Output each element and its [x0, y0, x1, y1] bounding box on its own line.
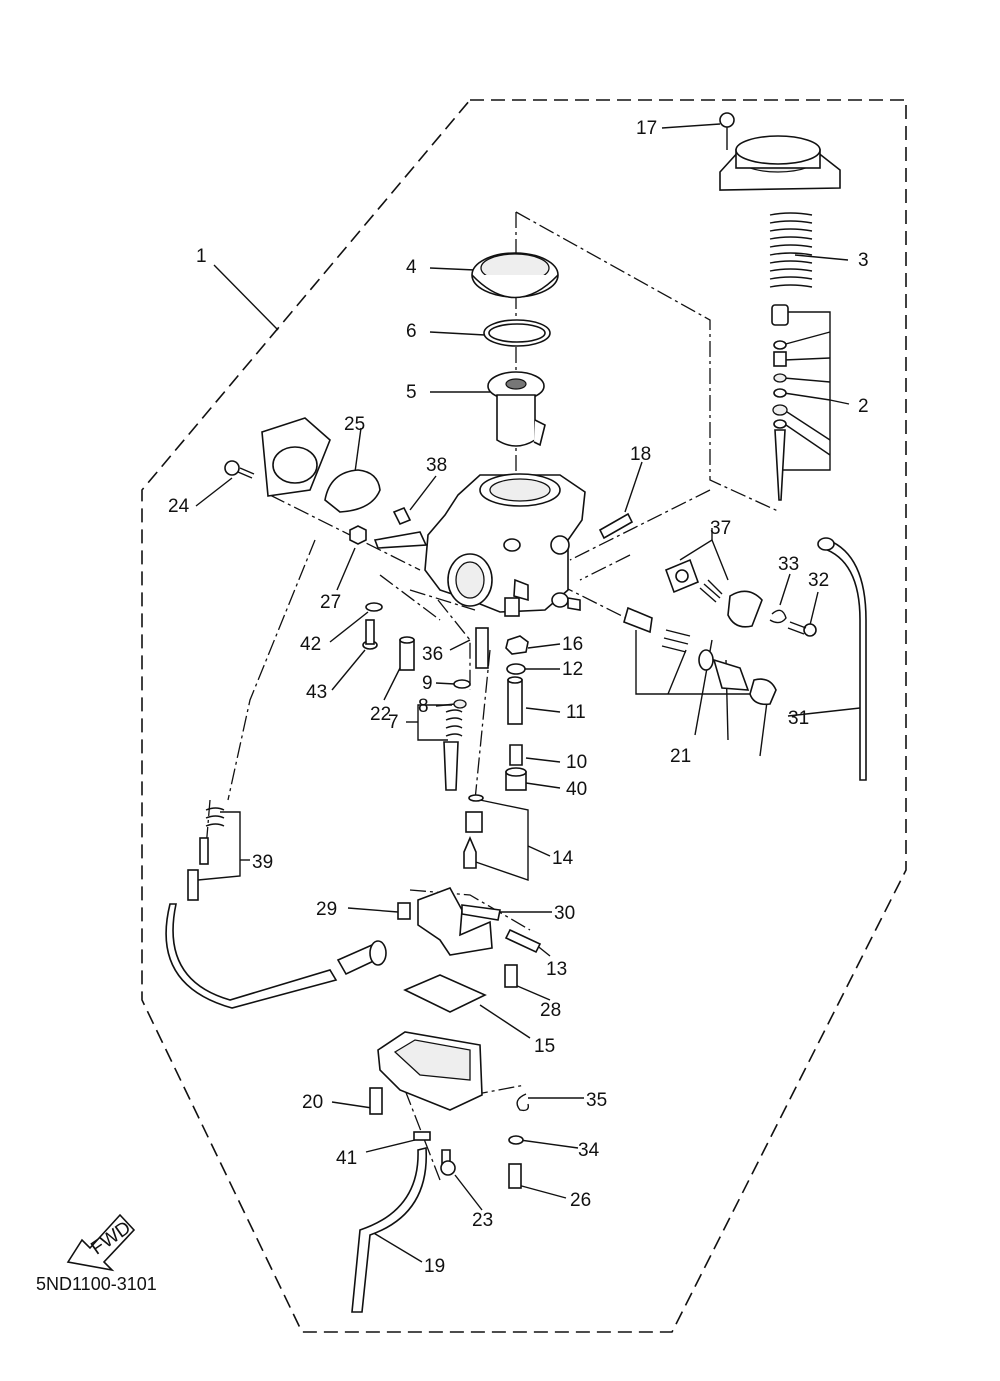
jet-36	[475, 627, 489, 669]
callout-12: 12	[562, 659, 583, 680]
callout-27: 27	[320, 592, 341, 613]
callout-36: 36	[422, 644, 443, 665]
washer-8	[453, 699, 467, 709]
needle-jet-11	[507, 676, 523, 725]
callout-5: 5	[406, 382, 417, 403]
jet-needle-set	[771, 304, 789, 501]
callout-9: 9	[422, 673, 433, 694]
o-ring-12	[506, 663, 526, 675]
clip-33	[769, 609, 787, 624]
catalog-code: 5ND1100-3101	[36, 1274, 157, 1294]
clamp-41	[413, 1131, 431, 1141]
callout-25: 25	[344, 414, 365, 435]
callout-21: 21	[670, 746, 691, 767]
intake-gasket	[261, 417, 381, 513]
callout-24: 24	[168, 496, 190, 517]
float-bowl	[377, 1031, 483, 1111]
callout-32: 32	[808, 570, 829, 591]
pin-13	[504, 928, 542, 954]
starter-plunger-21	[623, 606, 777, 706]
throttle-stop-37	[664, 558, 763, 628]
screw-18	[598, 512, 634, 540]
callout-29: 29	[316, 899, 337, 920]
callout-35: 35	[586, 1090, 607, 1111]
throttle-cable-39	[165, 807, 387, 1009]
float-30	[417, 887, 501, 956]
callout-34: 34	[578, 1140, 600, 1161]
callout-30: 30	[554, 903, 575, 924]
slide-spring	[769, 212, 813, 288]
screw-38	[392, 506, 412, 526]
screw-32	[787, 621, 817, 637]
washer-34	[508, 1135, 524, 1145]
screw-26	[508, 1163, 522, 1189]
leader-lines	[195, 123, 861, 1263]
float-gasket-15	[403, 974, 487, 1013]
callout-23: 23	[472, 1210, 493, 1231]
callout-6: 6	[406, 321, 417, 342]
nut-27	[349, 525, 367, 545]
diaphragm	[471, 252, 559, 299]
bolt-24	[224, 460, 255, 479]
callout-3: 3	[858, 250, 869, 271]
callout-28: 28	[540, 1000, 561, 1021]
plug-16	[505, 635, 529, 655]
bolt-43	[362, 619, 378, 650]
callout-1: 1	[196, 246, 207, 267]
callout-22: 22	[370, 704, 391, 725]
callout-20: 20	[302, 1092, 323, 1113]
callout-13: 13	[546, 959, 567, 980]
drain-screw-23	[440, 1149, 456, 1176]
callout-14: 14	[552, 848, 574, 869]
washer-42	[365, 602, 383, 612]
callout-39: 39	[252, 852, 273, 873]
fwd-arrow-icon: FWD	[66, 1213, 136, 1272]
callout-7: 7	[388, 712, 399, 733]
callout-16: 16	[562, 634, 583, 655]
assembly-boundary	[141, 99, 907, 1333]
jet-22	[399, 636, 415, 671]
carburetor-body	[373, 473, 586, 617]
callout-4: 4	[406, 257, 417, 278]
callout-42: 42	[300, 634, 321, 655]
piston-valve	[487, 371, 546, 447]
callout-31: 31	[788, 708, 809, 729]
top-cover-cap	[719, 112, 841, 191]
alignment-lines	[204, 211, 781, 1181]
o-ring-9	[453, 679, 471, 689]
main-jet-10	[509, 744, 523, 766]
callout-17: 17	[636, 118, 657, 139]
callout-2: 2	[858, 396, 869, 417]
callout-10: 10	[566, 752, 587, 773]
callout-11: 11	[566, 702, 586, 723]
parts	[165, 112, 867, 1313]
seat-14	[465, 811, 483, 833]
callouts: 1 2 3 4 5 6 7 8 9 10 11 12 13 14 15 16 1…	[168, 118, 869, 1277]
callout-33: 33	[778, 554, 799, 575]
callout-37: 37	[710, 518, 731, 539]
pilot-screw-7	[443, 709, 463, 791]
callout-41: 41	[336, 1148, 357, 1169]
holder-40	[505, 767, 527, 791]
callout-19: 19	[424, 1256, 445, 1277]
callout-8: 8	[418, 696, 429, 717]
callout-26: 26	[570, 1190, 591, 1211]
callout-18: 18	[630, 444, 651, 465]
callout-40: 40	[566, 779, 587, 800]
screw-29	[397, 902, 411, 920]
callout-15: 15	[534, 1036, 555, 1057]
clip-35	[516, 1093, 530, 1112]
needle-14	[463, 835, 477, 869]
drain-hose-19	[351, 1146, 427, 1313]
callout-43: 43	[306, 682, 327, 703]
screw-28	[504, 964, 518, 988]
hose-31	[820, 539, 867, 781]
callout-38: 38	[426, 455, 447, 476]
screw-20	[369, 1087, 383, 1115]
